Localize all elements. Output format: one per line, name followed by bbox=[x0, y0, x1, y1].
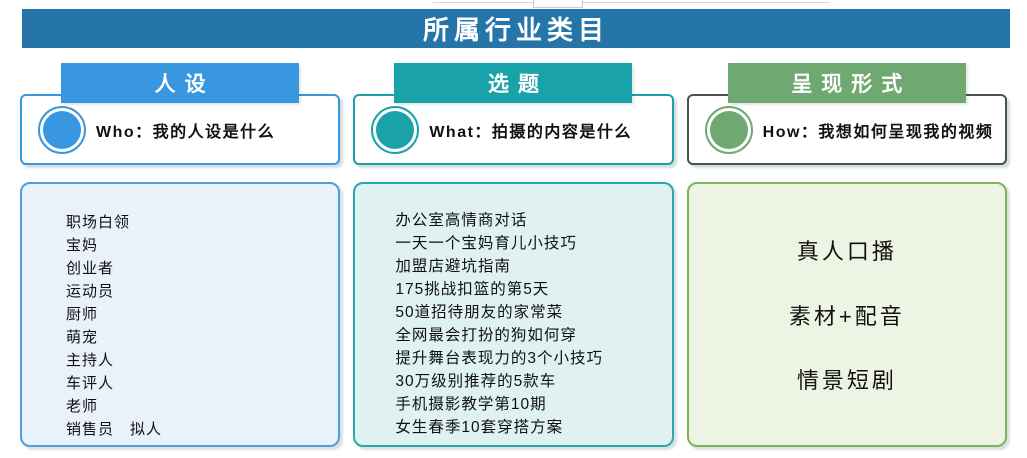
list-item: 全网最会打扮的狗如何穿 bbox=[395, 327, 577, 344]
list-item: 运动员 bbox=[66, 283, 115, 300]
teal-circle-icon bbox=[371, 105, 420, 154]
list-item: 30万级别推荐的5款车 bbox=[395, 373, 557, 390]
question-text-who: Who：我的人设是什么 bbox=[96, 123, 276, 141]
question-card-what: What：拍摄的内容是什么 bbox=[353, 94, 674, 165]
question-card-how: How：我想如何呈现我的视频 bbox=[686, 94, 1007, 165]
persona-list-panel: 职场白领 宝妈 创业者 运动员 厨师 萌宠 主持人 车评人 老师 销售员 拟人 bbox=[20, 182, 341, 447]
list-item: 厨师 bbox=[66, 306, 99, 323]
list-item: 萌宠 bbox=[66, 329, 99, 346]
column-topic: 选题 What：拍摄的内容是什么 办公室高情商对话 一天一个宝妈育儿小技巧 加盟… bbox=[353, 48, 674, 447]
format-item: 素材+配音 bbox=[788, 303, 905, 329]
list-item: 创业者 bbox=[66, 260, 115, 277]
topic-list-panel: 办公室高情商对话 一天一个宝妈育儿小技巧 加盟店避坑指南 175挑战扣篮的第5天… bbox=[353, 182, 674, 447]
list-item: 办公室高情商对话 bbox=[395, 212, 528, 229]
list-item: 50道招待朋友的家常菜 bbox=[395, 304, 564, 321]
list-item: 车评人 bbox=[66, 375, 115, 392]
page-title: 所属行业类目 bbox=[422, 15, 609, 45]
column-persona: 人设 Who：我的人设是什么 职场白领 宝妈 创业者 运动员 厨师 萌宠 主持人… bbox=[20, 48, 341, 447]
tab-topic[interactable]: 选题 bbox=[394, 63, 633, 103]
title-bar: 所属行业类目 bbox=[22, 9, 1010, 48]
list-item: 宝妈 bbox=[66, 237, 99, 254]
columns-row: 人设 Who：我的人设是什么 职场白领 宝妈 创业者 运动员 厨师 萌宠 主持人… bbox=[20, 48, 1017, 447]
top-artifact-notch bbox=[533, 0, 583, 8]
list-item: 一天一个宝妈育儿小技巧 bbox=[395, 235, 577, 252]
list-item: 主持人 bbox=[66, 352, 115, 369]
persona-list: 职场白领 宝妈 创业者 运动员 厨师 萌宠 主持人 车评人 老师 销售员 拟人 bbox=[22, 184, 338, 441]
list-item: 手机摄影教学第10期 bbox=[395, 396, 547, 413]
blue-circle-icon bbox=[38, 105, 86, 154]
list-item: 提升舞台表现力的3个小技巧 bbox=[395, 350, 603, 367]
format-item: 真人口播 bbox=[796, 239, 897, 265]
topic-list: 办公室高情商对话 一天一个宝妈育儿小技巧 加盟店避坑指南 175挑战扣篮的第5天… bbox=[355, 184, 671, 439]
list-item: 女生春季10套穿搭方案 bbox=[395, 419, 564, 436]
tab-persona[interactable]: 人设 bbox=[61, 63, 300, 103]
question-text-what: What：拍摄的内容是什么 bbox=[429, 123, 632, 141]
list-item: 职场白领 bbox=[66, 214, 131, 231]
question-card-who: Who：我的人设是什么 bbox=[20, 94, 341, 165]
format-list-panel: 真人口播 素材+配音 情景短剧 bbox=[686, 182, 1007, 447]
tab-format[interactable]: 呈现形式 bbox=[727, 63, 966, 103]
list-item: 175挑战扣篮的第5天 bbox=[395, 281, 550, 298]
green-circle-icon bbox=[704, 105, 753, 154]
column-format: 呈现形式 How：我想如何呈现我的视频 真人口播 素材+配音 情景短剧 bbox=[686, 48, 1007, 447]
green-circle-fill bbox=[709, 110, 748, 149]
list-item: 加盟店避坑指南 bbox=[395, 258, 511, 275]
blue-circle-fill bbox=[43, 110, 81, 149]
format-item: 情景短剧 bbox=[796, 367, 897, 393]
list-item: 销售员 拟人 bbox=[66, 421, 163, 438]
teal-circle-fill bbox=[376, 110, 415, 149]
question-text-how: How：我想如何呈现我的视频 bbox=[762, 123, 994, 141]
list-item: 老师 bbox=[66, 398, 99, 415]
top-artifact-line bbox=[433, 2, 830, 3]
